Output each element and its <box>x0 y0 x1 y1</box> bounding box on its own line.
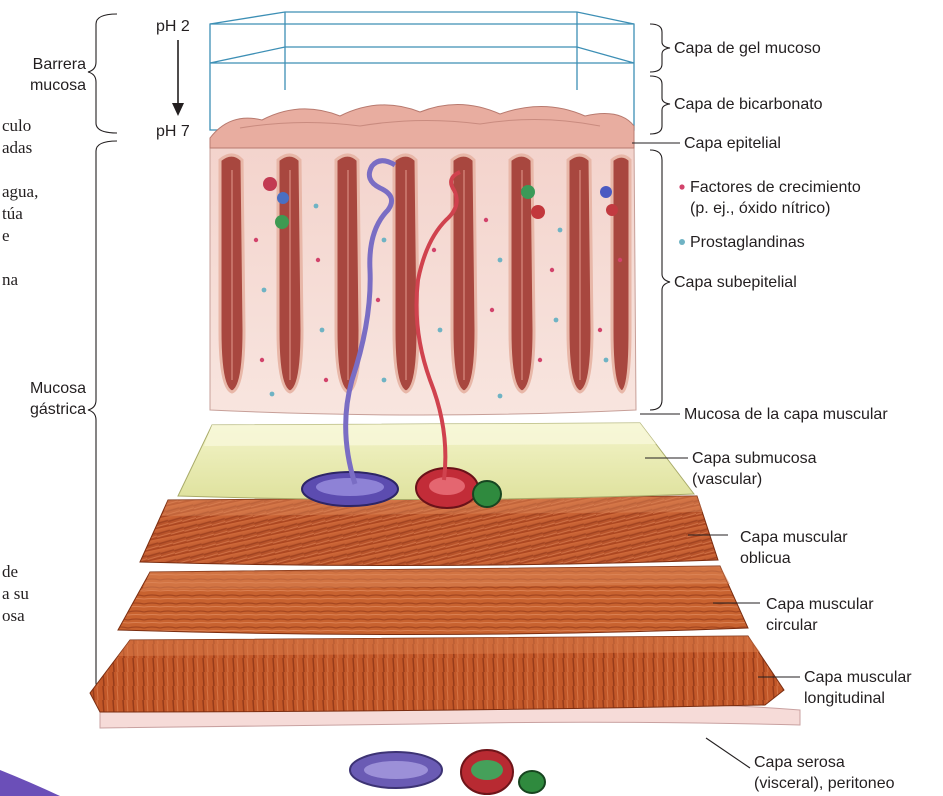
ph-top-label: pH 2 <box>156 16 190 37</box>
growth-factors-line2: (p. ej., óxido nítrico) <box>690 198 861 219</box>
circular-line1: Capa muscular <box>766 594 874 615</box>
corner-tab <box>0 770 60 796</box>
serosa-line1: Capa serosa <box>754 752 895 773</box>
longitudinal-muscle-label: Capa muscular longitudinal <box>804 667 912 709</box>
cropped-text-9: osa <box>2 604 25 627</box>
circular-line2: circular <box>766 615 874 636</box>
ph-bottom-label: pH 7 <box>156 121 190 142</box>
growth-factors-line1: Factores de crecimiento <box>690 177 861 198</box>
barrier-label-line2: mucosa <box>6 75 86 96</box>
oblique-line2: oblicua <box>740 548 848 569</box>
gastric-mucosa-label: Mucosa gástrica <box>4 378 86 420</box>
gastric-label-line2: gástrica <box>4 399 86 420</box>
serosa-label: Capa serosa (visceral), peritoneo <box>754 752 895 794</box>
barrier-label-line1: Barrera <box>6 54 86 75</box>
longitudinal-line1: Capa muscular <box>804 667 912 688</box>
bicarbonate-layer-label: Capa de bicarbonato <box>674 94 823 115</box>
oblique-muscle-label: Capa muscular oblicua <box>740 527 848 569</box>
oblique-line1: Capa muscular <box>740 527 848 548</box>
cropped-text-5: e <box>2 224 10 247</box>
serosa-line2: (visceral), peritoneo <box>754 773 895 794</box>
cropped-text-2: adas <box>2 136 32 159</box>
cropped-text-1: culo <box>2 114 31 137</box>
submucosa-line2: (vascular) <box>692 469 817 490</box>
cropped-text-6: na <box>2 268 18 291</box>
submucosa-line1: Capa submucosa <box>692 448 817 469</box>
submucosa-label: Capa submucosa (vascular) <box>692 448 817 490</box>
circular-muscle-label: Capa muscular circular <box>766 594 874 636</box>
prostaglandin-legend-dot <box>679 239 685 245</box>
serosa-layer <box>100 703 800 794</box>
cropped-text-7: de <box>2 560 18 583</box>
gel-layer-label: Capa de gel mucoso <box>674 38 821 59</box>
cropped-text-4: túa <box>2 202 23 225</box>
growth-factor-legend-dot <box>679 184 684 189</box>
subepithelial-layer-label: Capa subepitelial <box>674 272 797 293</box>
cropped-text-8: a su <box>2 582 29 605</box>
gel-bracket <box>650 24 670 72</box>
prostaglandins-label: Prostaglandinas <box>690 232 805 253</box>
muscularis-mucosa-label: Mucosa de la capa muscular <box>684 404 888 425</box>
longitudinal-line2: longitudinal <box>804 688 912 709</box>
cropped-text-3: agua, <box>2 180 38 203</box>
barrier-label: Barrera mucosa <box>6 54 86 96</box>
ph-arrow-icon <box>172 103 184 116</box>
barrier-bracket <box>88 14 117 133</box>
subepithelial-bracket <box>650 150 670 410</box>
bicarbonate-bracket <box>650 76 670 134</box>
epithelial-layer-label: Capa epitelial <box>684 133 781 154</box>
gastric-bracket <box>88 141 117 694</box>
growth-factors-label: Factores de crecimiento (p. ej., óxido n… <box>690 177 861 219</box>
gastric-label-line1: Mucosa <box>4 378 86 399</box>
